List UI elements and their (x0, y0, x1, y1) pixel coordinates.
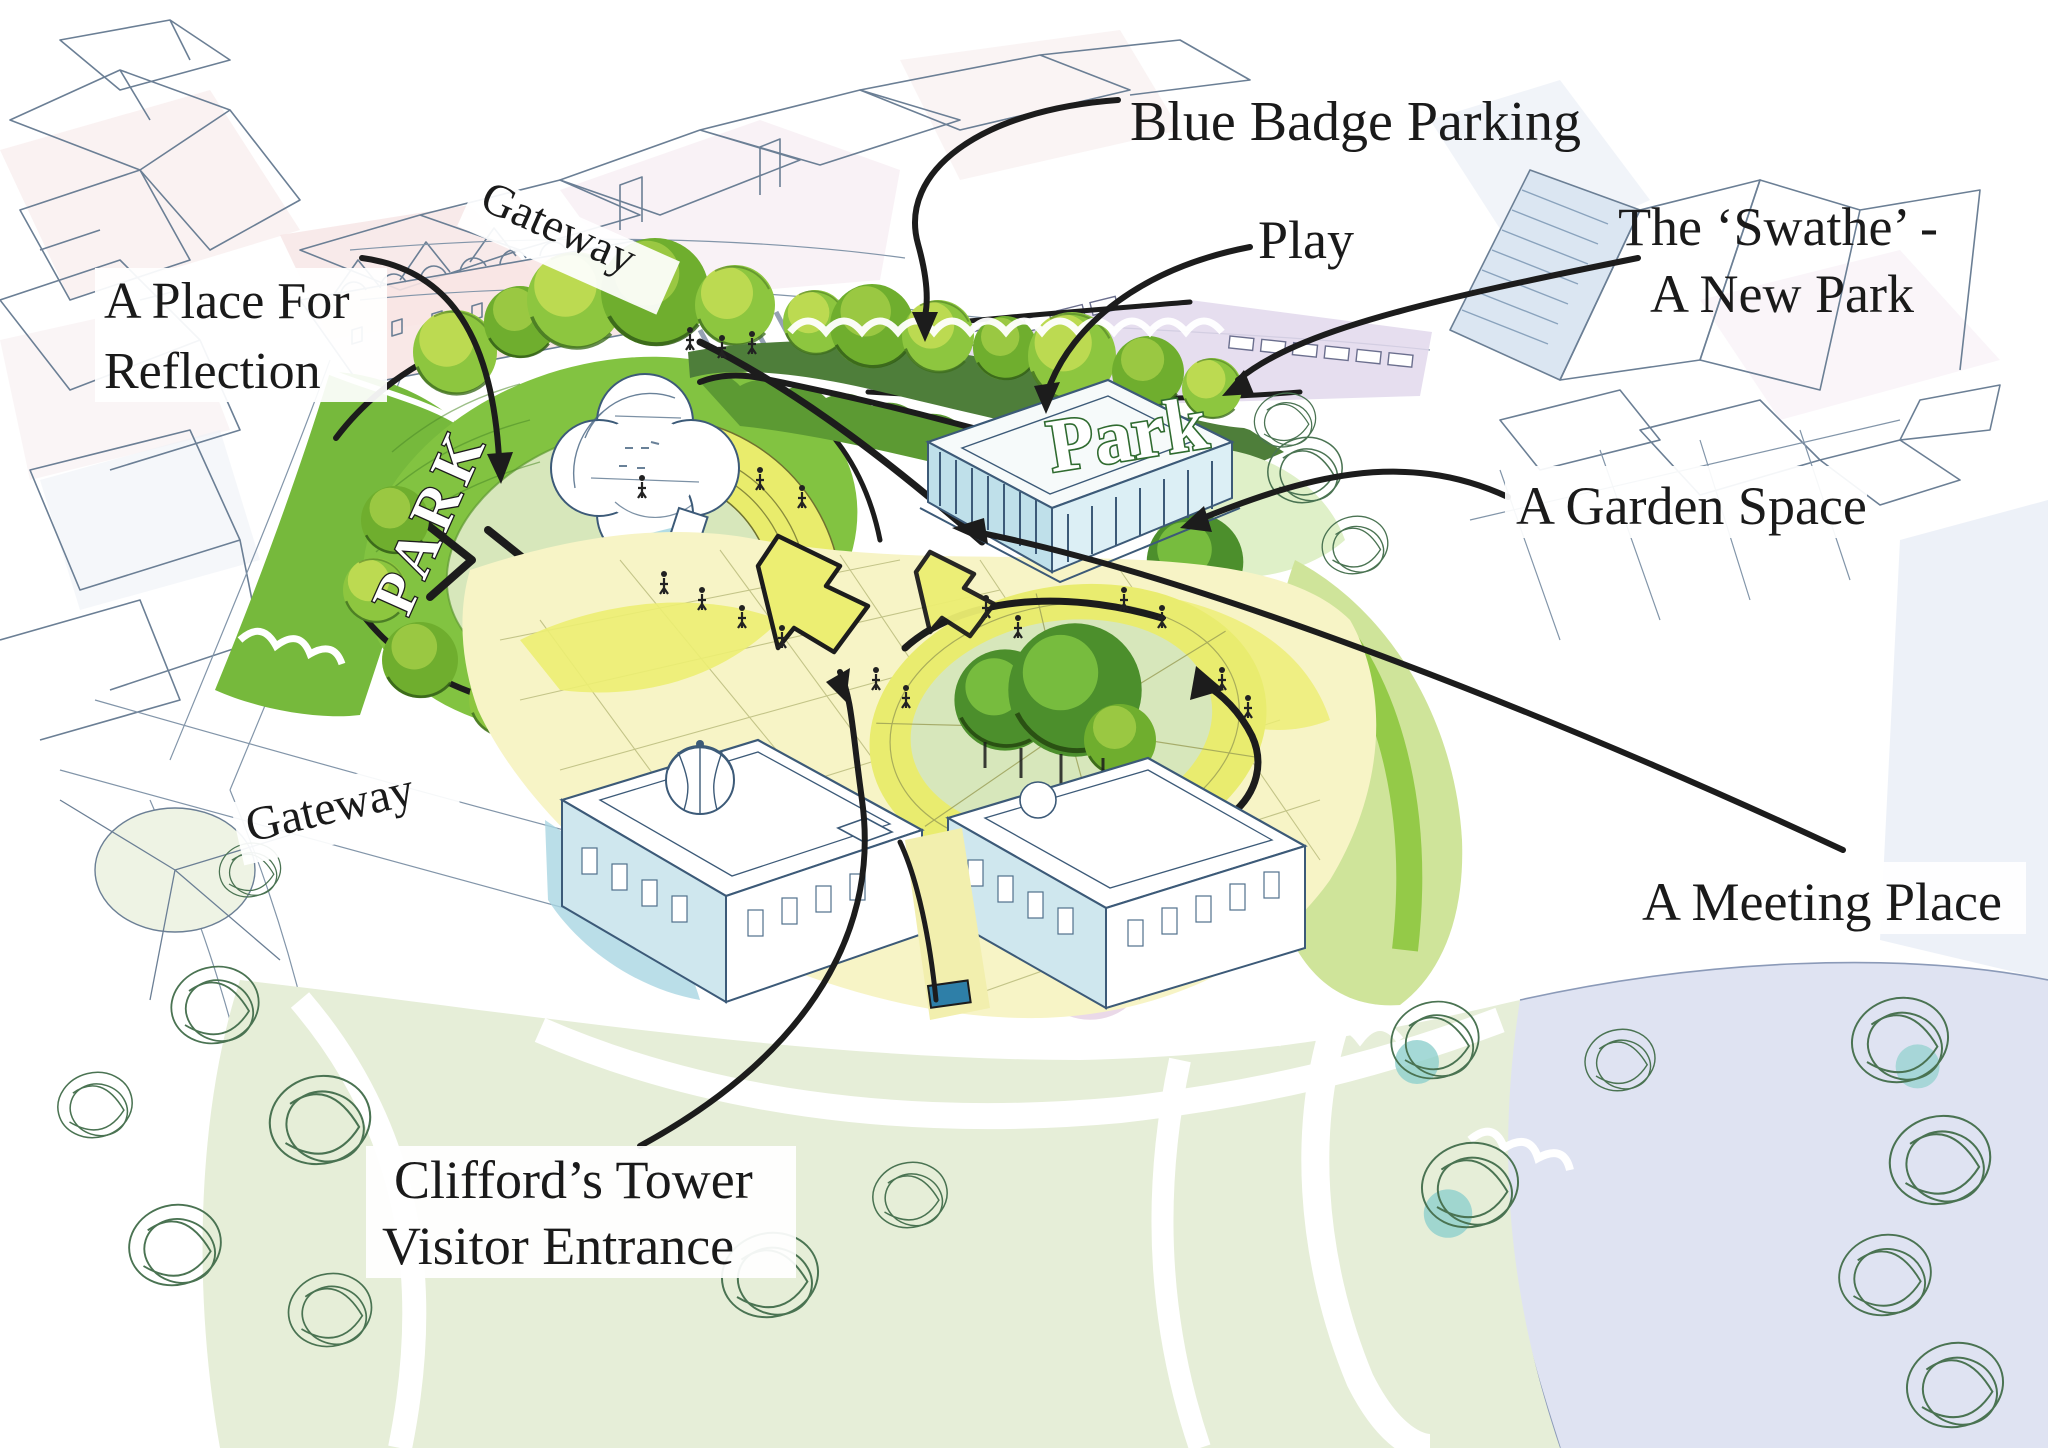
route-arrow-yellow (755, 533, 997, 655)
leader-blue-badge-parking (912, 97, 1121, 319)
label-swathe-line1: The ‘Swathe’ - (1618, 197, 1938, 257)
leader-visitor-entrance (637, 669, 868, 1149)
label-reflection-line1: A Place For (104, 273, 350, 330)
leader-garden-space (1195, 468, 1511, 523)
river (1499, 961, 2048, 1448)
label-garden-space: A Garden Space (1516, 476, 1867, 536)
label-band (95, 268, 387, 402)
context-city-sketch (0, 19, 2048, 980)
label-cliffords-line2: Visitor Entrance (382, 1216, 734, 1276)
label-play: Play (1258, 210, 1354, 270)
leader-swathe (1235, 255, 1641, 383)
south-lawns (59, 799, 1574, 1448)
label-band (366, 1146, 796, 1278)
label-swathe-line2: A New Park (1650, 264, 1914, 324)
label-band (1505, 466, 1867, 538)
castle-museum-buildings (545, 738, 1308, 1020)
leader-play (1045, 244, 1253, 393)
label-reflection-line2: Reflection (104, 343, 321, 400)
label-meeting-place: A Meeting Place (1642, 872, 2002, 932)
label-cliffords-line1: Clifford’s Tower (394, 1150, 753, 1210)
label-band (1630, 862, 2026, 934)
leader-meeting-place (973, 529, 1846, 853)
label-blue-badge-parking: Blue Badge Parking (1130, 91, 1581, 153)
annotation-leaders (359, 97, 1846, 1149)
museum-dome (665, 740, 735, 815)
leader-reflection (359, 255, 502, 461)
